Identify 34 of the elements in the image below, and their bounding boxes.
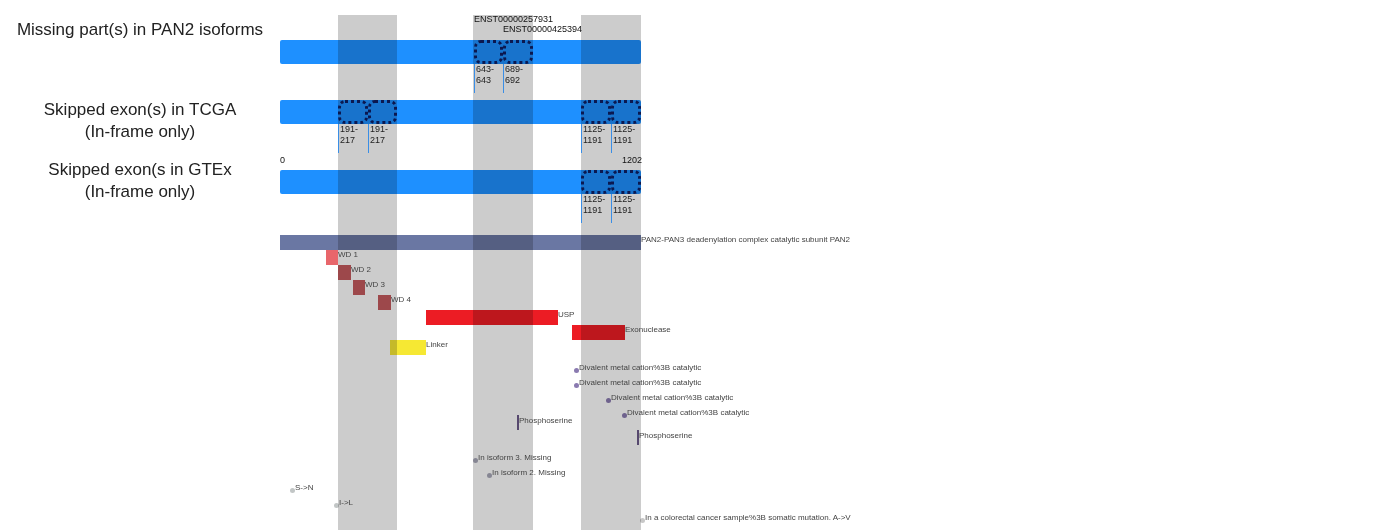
feature-label: Divalent metal cation%3B catalytic <box>579 378 702 388</box>
position-label: 1125-1191 <box>581 124 609 153</box>
feature-label: WD 1 <box>338 250 358 260</box>
feature-label: In a colorectal cancer sample%3B somatic mutation. A->V <box>645 513 851 523</box>
axis-label: 1202 <box>622 155 643 165</box>
feature-label: Divalent metal cation%3B catalytic <box>579 363 702 373</box>
position-label: 643-643 <box>474 64 502 93</box>
feature-label: PAN2-PAN3 deadenylation complex catalytic subunit PAN2 <box>641 235 850 245</box>
feature-label: WD 2 <box>351 265 371 275</box>
feature-label: WD 3 <box>365 280 385 290</box>
feature-label: WD 4 <box>391 295 411 305</box>
feature-label: Phosphoserine <box>519 416 573 426</box>
feature-label: Divalent metal cation%3B catalytic <box>627 408 750 418</box>
track-title: Skipped exon(s in GTEx (In-frame only) <box>47 159 233 203</box>
feature-label: In isoform 3. Missing <box>478 453 552 463</box>
feature-label: USP <box>558 310 575 320</box>
feature-label: In isoform 2. Missing <box>492 468 566 478</box>
position-label: 1125-1191 <box>611 124 639 153</box>
feature-label: Divalent metal cation%3B catalytic <box>611 393 734 403</box>
position-label: 191-217 <box>368 124 396 153</box>
position-label: 191-217 <box>338 124 366 153</box>
feature-label: S->N <box>295 483 314 493</box>
track-title: Skipped exon(s) in TCGA (In-frame only) <box>42 99 238 143</box>
transcript-label: ENST00000425394 <box>503 24 583 34</box>
position-label: 689-692 <box>503 64 531 93</box>
feature-label: Linker <box>426 340 448 350</box>
position-label: 1125-1191 <box>581 194 609 223</box>
feature-label: I->L <box>339 498 353 508</box>
feature-label: Exonuclease <box>625 325 671 335</box>
axis-label: 0 <box>280 155 285 165</box>
position-label: 1125-1191 <box>611 194 639 223</box>
feature-label: Phosphoserine <box>639 431 693 441</box>
transcript-label: ENST00000257931 <box>474 14 554 24</box>
track-title: Missing part(s) in PAN2 isoforms <box>15 19 265 41</box>
